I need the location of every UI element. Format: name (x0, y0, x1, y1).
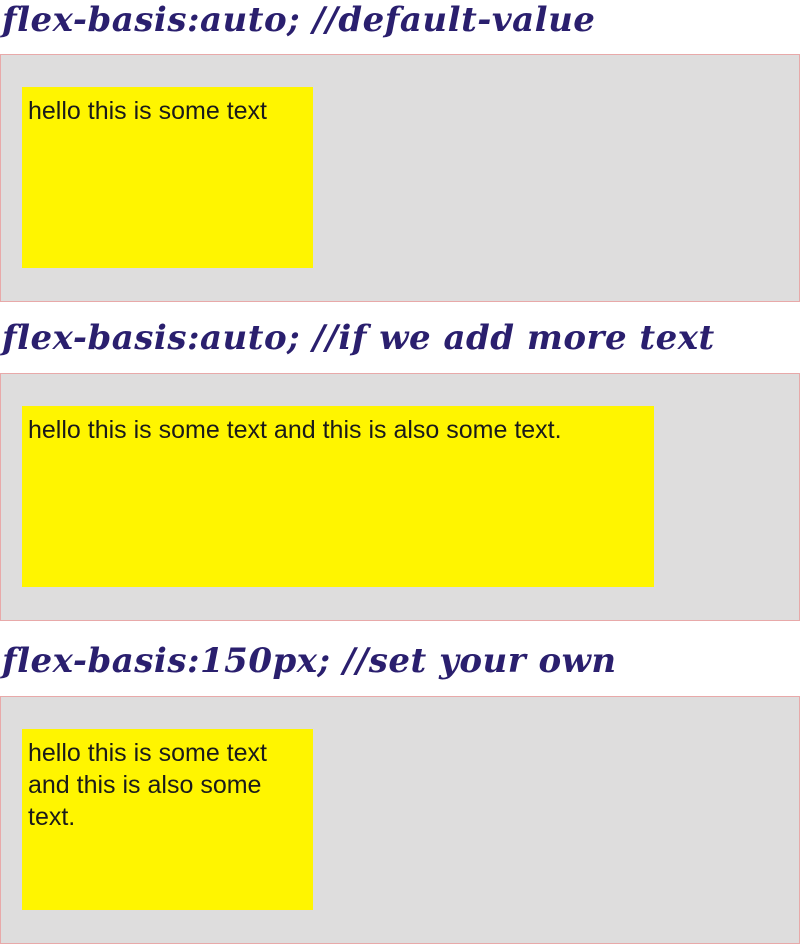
section-heading-set-own: flex-basis:150px; //set your own (2, 641, 617, 681)
flex-item-set-own: hello this is some text and this is also… (22, 729, 313, 910)
flex-container-set-own: hello this is some text and this is also… (0, 696, 800, 944)
flex-container-more-text: hello this is some text and this is also… (0, 373, 800, 621)
flex-item-more-text: hello this is some text and this is also… (22, 406, 654, 587)
section-heading-default: flex-basis:auto; //default-value (2, 0, 596, 40)
section-heading-more-text: flex-basis:auto; //if we add more text (2, 318, 715, 358)
flex-item-default: hello this is some text (22, 87, 313, 268)
flex-container-default: hello this is some text (0, 54, 800, 302)
